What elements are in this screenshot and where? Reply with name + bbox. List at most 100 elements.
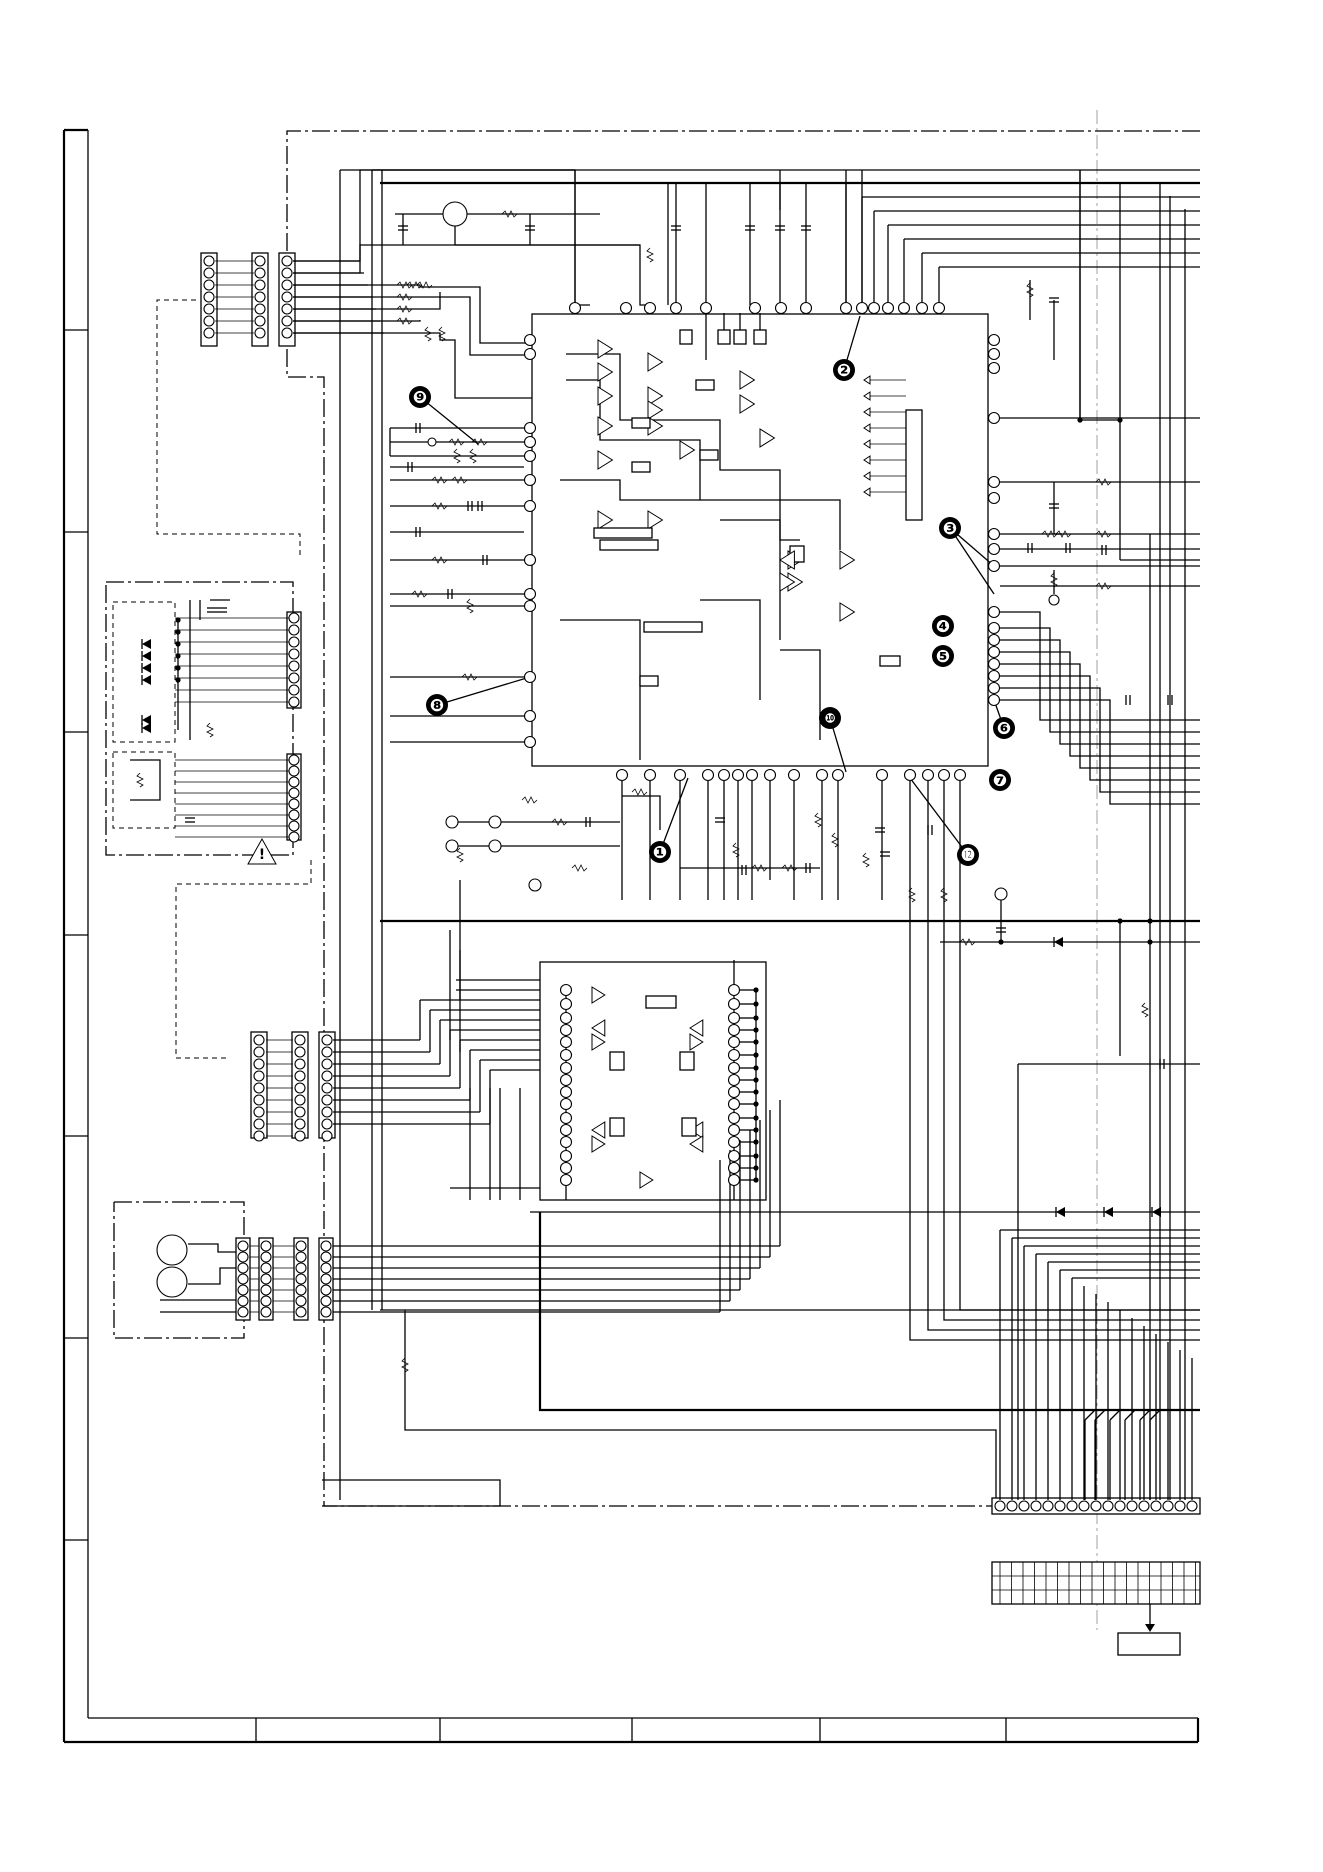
pin-pad <box>322 1095 332 1105</box>
test-point <box>995 888 1007 900</box>
pin-pad <box>525 711 536 722</box>
pin-pad <box>238 1263 248 1273</box>
junction-dot <box>753 1153 758 1158</box>
reference-marker: ❻ <box>993 717 1015 739</box>
pin-pad <box>989 671 1000 682</box>
pin-pad <box>729 1050 740 1061</box>
diode <box>1152 1207 1161 1217</box>
resistor <box>632 789 647 795</box>
pin-pad <box>729 999 740 1010</box>
pin-pad <box>238 1241 248 1251</box>
test-point <box>446 840 458 852</box>
pin-pad <box>282 256 292 266</box>
reference-marker-label: ❻ <box>997 719 1011 739</box>
pin-pad <box>1175 1501 1185 1511</box>
pin-pad <box>729 1087 740 1098</box>
pin-pad <box>561 1151 572 1162</box>
diode <box>142 639 151 649</box>
resistor <box>1142 1003 1148 1017</box>
pin-pad <box>1055 1501 1065 1511</box>
pin-pad <box>525 349 536 360</box>
function-block <box>594 528 652 538</box>
pin-pad <box>561 1025 572 1036</box>
pin-pad <box>282 316 292 326</box>
pin-pad <box>321 1285 331 1295</box>
pin-pad <box>729 1137 740 1148</box>
pin-pad <box>1139 1501 1149 1511</box>
pin-pad <box>261 1252 271 1262</box>
pin-pad <box>989 561 1000 572</box>
junction-dot <box>753 1065 758 1070</box>
reference-marker-label: ❽ <box>430 696 444 716</box>
reference-marker-label: ❺ <box>936 647 950 667</box>
pin-pad <box>289 821 299 831</box>
pin-pad <box>955 770 966 781</box>
pin-pad <box>295 1095 305 1105</box>
pin-pad <box>989 529 1000 540</box>
connector-group-top <box>201 253 295 346</box>
pin-pad <box>322 1131 332 1141</box>
pin-pad <box>255 328 265 338</box>
pin-pad <box>289 777 299 787</box>
pin-pad <box>1079 1501 1089 1511</box>
resistor <box>572 865 587 871</box>
pin-pad <box>295 1047 305 1057</box>
junction-dot <box>1117 918 1122 923</box>
junction-dot <box>1077 417 1082 422</box>
junction-dot <box>753 1139 758 1144</box>
pin-pad <box>1031 1501 1041 1511</box>
output-box <box>1118 1633 1180 1655</box>
pin-pad <box>989 623 1000 634</box>
pin-pad <box>296 1307 306 1317</box>
pin-pad <box>561 1137 572 1148</box>
function-block <box>680 1052 694 1070</box>
pin-pad <box>289 832 299 842</box>
resistor <box>207 723 213 737</box>
resistor <box>832 833 838 847</box>
reference-marker: ❷ <box>833 359 855 381</box>
resistor <box>815 813 821 827</box>
pin-pad <box>765 770 776 781</box>
function-block <box>632 462 650 472</box>
pin-pad <box>729 1163 740 1174</box>
function-block <box>734 330 746 344</box>
pin-pad <box>295 1107 305 1117</box>
pin-pad <box>282 304 292 314</box>
pin-pad <box>917 303 928 314</box>
pin-pad <box>525 335 536 346</box>
function-block <box>632 418 650 428</box>
pin-pad <box>729 1151 740 1162</box>
pin-pad <box>729 1063 740 1074</box>
pin-pad <box>561 1087 572 1098</box>
pin-pad <box>525 737 536 748</box>
pin-pad <box>296 1252 306 1262</box>
pin-pad <box>289 788 299 798</box>
junction-dot <box>753 1027 758 1032</box>
pin-pad <box>989 493 1000 504</box>
function-block <box>640 676 658 686</box>
reference-marker-label: ❸ <box>943 519 957 539</box>
pin-pad <box>322 1107 332 1117</box>
diode <box>1054 937 1063 947</box>
junction-dot <box>175 617 180 622</box>
pin-pad <box>561 1163 572 1174</box>
pin-pad <box>261 1241 271 1251</box>
pin-pad <box>989 335 1000 346</box>
pin-pad <box>282 328 292 338</box>
pin-pad <box>321 1274 331 1284</box>
pin-pad <box>733 770 744 781</box>
pin-pad <box>923 770 934 781</box>
function-block <box>646 996 676 1008</box>
pin-pad <box>1187 1501 1197 1511</box>
sub-board-switch: ! <box>106 582 301 864</box>
pin-pad <box>857 303 868 314</box>
pin-pad <box>729 1175 740 1186</box>
pin-pad <box>204 316 214 326</box>
junction-dot <box>753 1052 758 1057</box>
pin-pad <box>238 1274 248 1284</box>
pin-pad <box>995 1501 1005 1511</box>
resistor <box>425 327 431 341</box>
junction-dot <box>753 1077 758 1082</box>
pin-pad <box>254 1047 264 1057</box>
pin-pad <box>296 1274 306 1284</box>
